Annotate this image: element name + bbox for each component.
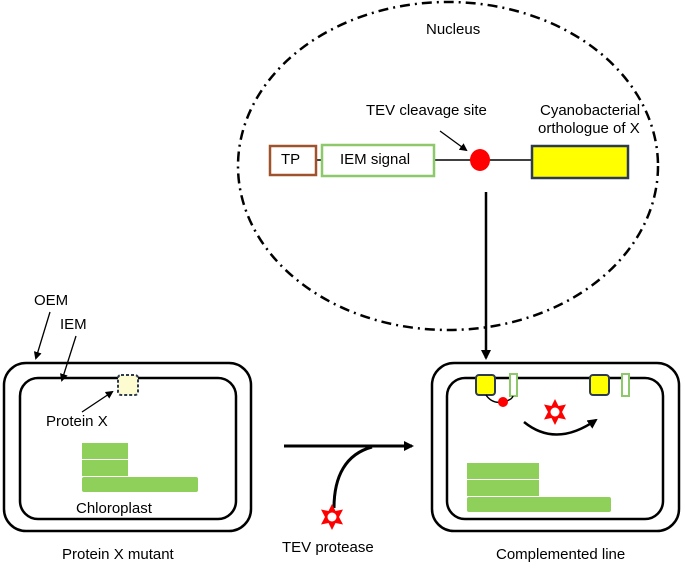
complemented-thylakoid-2 — [467, 480, 539, 496]
uncleaved-cleavage-site — [498, 397, 508, 407]
mutant-thylakoid-3 — [82, 477, 198, 492]
cyanobacterial-label-line1: Cyanobacterial — [540, 102, 641, 119]
cyanobacterial-ortholog-box — [530, 144, 630, 180]
iem-label: IEM — [60, 316, 87, 333]
mutant-oem — [2, 361, 253, 533]
protein-x-pointer — [81, 390, 114, 413]
iem-pointer — [60, 335, 77, 382]
protein-x-label: Protein X — [46, 413, 108, 430]
tp-box — [268, 144, 318, 177]
oem-pointer — [33, 311, 51, 360]
protease-starburst-icon — [321, 504, 343, 530]
complemented-line-label: Complemented line — [496, 546, 626, 563]
complemented-thylakoid-1 — [467, 463, 539, 479]
complemented-iem — [445, 376, 665, 521]
mutant-thylakoid-2 — [82, 460, 128, 476]
cyanobacterial-label-line2: orthologue of X — [538, 120, 640, 137]
uncleaved-ortholog — [475, 374, 496, 396]
complemented-oem — [430, 361, 681, 533]
iem-signal-label: IEM signal — [340, 151, 411, 168]
chloroplast-label: Chloroplast — [76, 500, 152, 517]
cleaved-ortholog — [589, 374, 610, 396]
tev-cleavage-pointer — [439, 130, 468, 152]
tev-protease-label: TEV protease — [282, 539, 374, 556]
tev-cleavage-site-label: TEV cleavage site — [366, 102, 487, 119]
nucleus-label: Nucleus — [426, 21, 481, 38]
cleavage-arrow — [523, 418, 598, 436]
uncleaved-iem-signal — [509, 373, 518, 397]
complemented-thylakoid-3 — [467, 497, 611, 512]
protein-x-marker — [117, 374, 139, 396]
oem-label: OEM — [34, 292, 69, 309]
protease-inside-starburst-icon — [544, 399, 566, 425]
tp-label: TP — [281, 151, 301, 168]
nucleus-envelope — [236, 0, 660, 332]
protease-join-curve — [332, 445, 373, 509]
tev-cleavage-site-marker — [470, 149, 490, 171]
mutant-thylakoid-1 — [82, 443, 128, 459]
protein-x-mutant-label: Protein X mutant — [62, 546, 174, 563]
iem-signal-box — [320, 143, 436, 178]
cleaved-iem-signal — [621, 373, 630, 397]
